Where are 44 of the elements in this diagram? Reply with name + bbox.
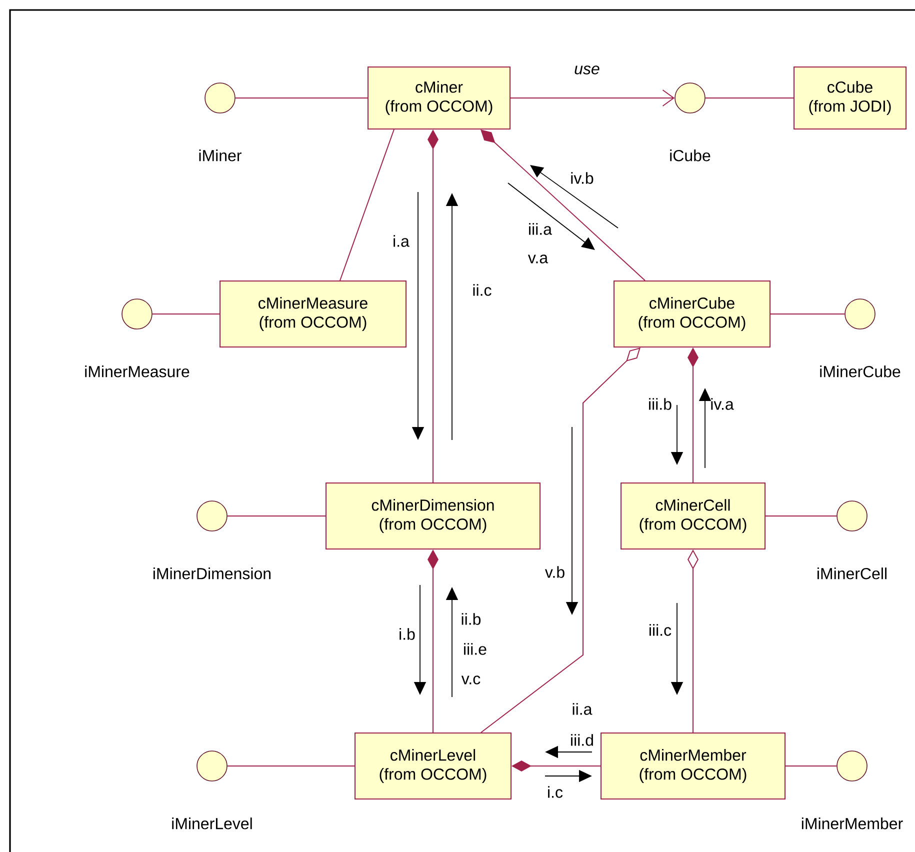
interface-label: iMinerCell: [818, 568, 886, 580]
class-box: cMinerDimension (from OCCOM): [326, 482, 540, 550]
message-label: iv.b: [571, 172, 594, 184]
message-label: iii.c: [650, 624, 672, 636]
message-label: ii.c: [473, 284, 492, 296]
interface-label: iMiner: [199, 150, 242, 162]
interface-circle: [844, 298, 876, 330]
interface-label: iMinerMember: [802, 818, 903, 830]
connector: [480, 348, 640, 733]
class-box: cMinerCube (from OCCOM): [614, 280, 770, 348]
class-box: cMinerCell (from OCCOM): [620, 482, 766, 550]
class-box: cMinerMeasure (from OCCOM): [220, 280, 406, 348]
interface-circle: [836, 750, 868, 782]
interface-circle: [122, 298, 152, 330]
class-box: cMinerMember (from OCCOM): [600, 732, 786, 800]
message-label: i.b: [400, 628, 415, 640]
message-label: i.c: [548, 786, 563, 798]
message-label: ii.a: [572, 703, 592, 715]
message-label: v.c: [461, 676, 480, 684]
edge-label: use: [574, 66, 600, 74]
message-label: v.b: [544, 566, 564, 578]
interface-circle: [196, 750, 228, 782]
class-box: cCube (from JODI): [794, 66, 906, 130]
interface-label: iMinerCube: [820, 366, 900, 378]
interface-circle: [204, 82, 236, 114]
message-label: iii.a: [529, 223, 552, 235]
message-label: i.a: [394, 235, 410, 247]
message-label: ii.b: [462, 613, 481, 625]
connector: [510, 90, 675, 106]
interface-label: iMinerMeasure: [85, 366, 190, 378]
interface-label: iMinerLevel: [172, 818, 252, 830]
message-label: iii.e: [464, 643, 486, 655]
message-label: v.a: [528, 254, 548, 264]
interface-circle: [196, 500, 228, 532]
interface-label: iCube: [670, 150, 710, 162]
class-box: cMiner (from OCCOM): [368, 66, 510, 130]
interface-label: iMinerDimension: [154, 568, 270, 580]
connector: [340, 129, 394, 281]
interface-circle: [674, 82, 706, 114]
class-box: cMinerLevel (from OCCOM): [354, 732, 512, 800]
message-label: iv.a: [711, 398, 734, 410]
message-label: iii.b: [649, 398, 672, 410]
interface-circle: [836, 500, 868, 532]
connector: [480, 130, 646, 281]
